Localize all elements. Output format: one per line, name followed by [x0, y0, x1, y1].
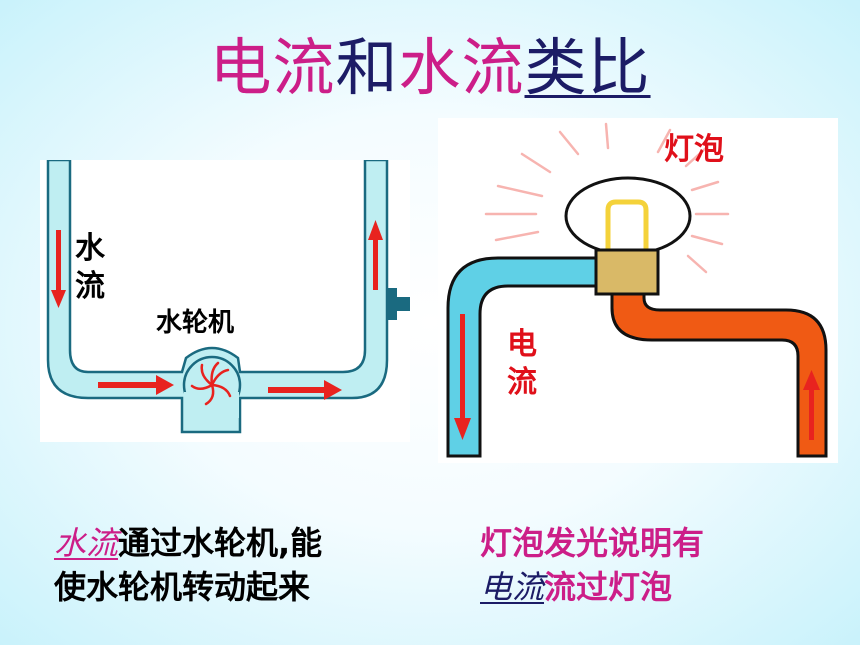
bulb-glass [564, 176, 692, 256]
water-pipe-drawing [46, 160, 410, 434]
bulb-base [594, 248, 660, 296]
caption-right-line2-rest: 流过灯泡 [544, 568, 673, 606]
title-water-flow: 水流 [398, 31, 525, 104]
circuit-drawing [446, 122, 828, 458]
flow-arrow-icon [51, 220, 383, 400]
page-title: 电流和水流类比 [0, 28, 860, 108]
title-and: 和 [335, 31, 399, 104]
caption-water-flow-em: 水流 [54, 524, 119, 562]
caption-current-em: 电流 [480, 568, 545, 606]
current-label: 电 流 [507, 327, 537, 400]
electric-current-diagram: 灯泡 电 流 [438, 118, 838, 463]
caption-left-line1: 水流通过水轮机,能 [54, 521, 322, 565]
current-arrow-icon [454, 314, 820, 440]
orange-conductor [610, 282, 828, 458]
bulb-label: 灯泡 [664, 132, 724, 167]
caption-right: 灯泡发光说明有 电流流过灯泡 [480, 521, 704, 609]
turbine-blades-icon [190, 361, 232, 406]
caption-left: 水流通过水轮机,能 使水轮机转动起来 [54, 521, 322, 609]
title-electric-current: 电流 [209, 31, 336, 104]
valve-icon [387, 288, 397, 320]
turbine-label: 水轮机 [156, 308, 235, 338]
caption-right-line2: 电流流过灯泡 [480, 565, 704, 609]
caption-right-line1: 灯泡发光说明有 [480, 524, 705, 562]
water-flow-diagram: 水 流 水轮机 [40, 160, 410, 442]
filament-icon [605, 199, 649, 254]
title-analogy: 类比 [524, 31, 651, 104]
water-flow-label: 水 流 [75, 231, 105, 304]
light-rays-icon [484, 122, 730, 274]
caption-left-line2: 使水轮机转动起来 [54, 568, 311, 606]
caption-left-line1-rest: 通过水轮机,能 [118, 524, 323, 562]
